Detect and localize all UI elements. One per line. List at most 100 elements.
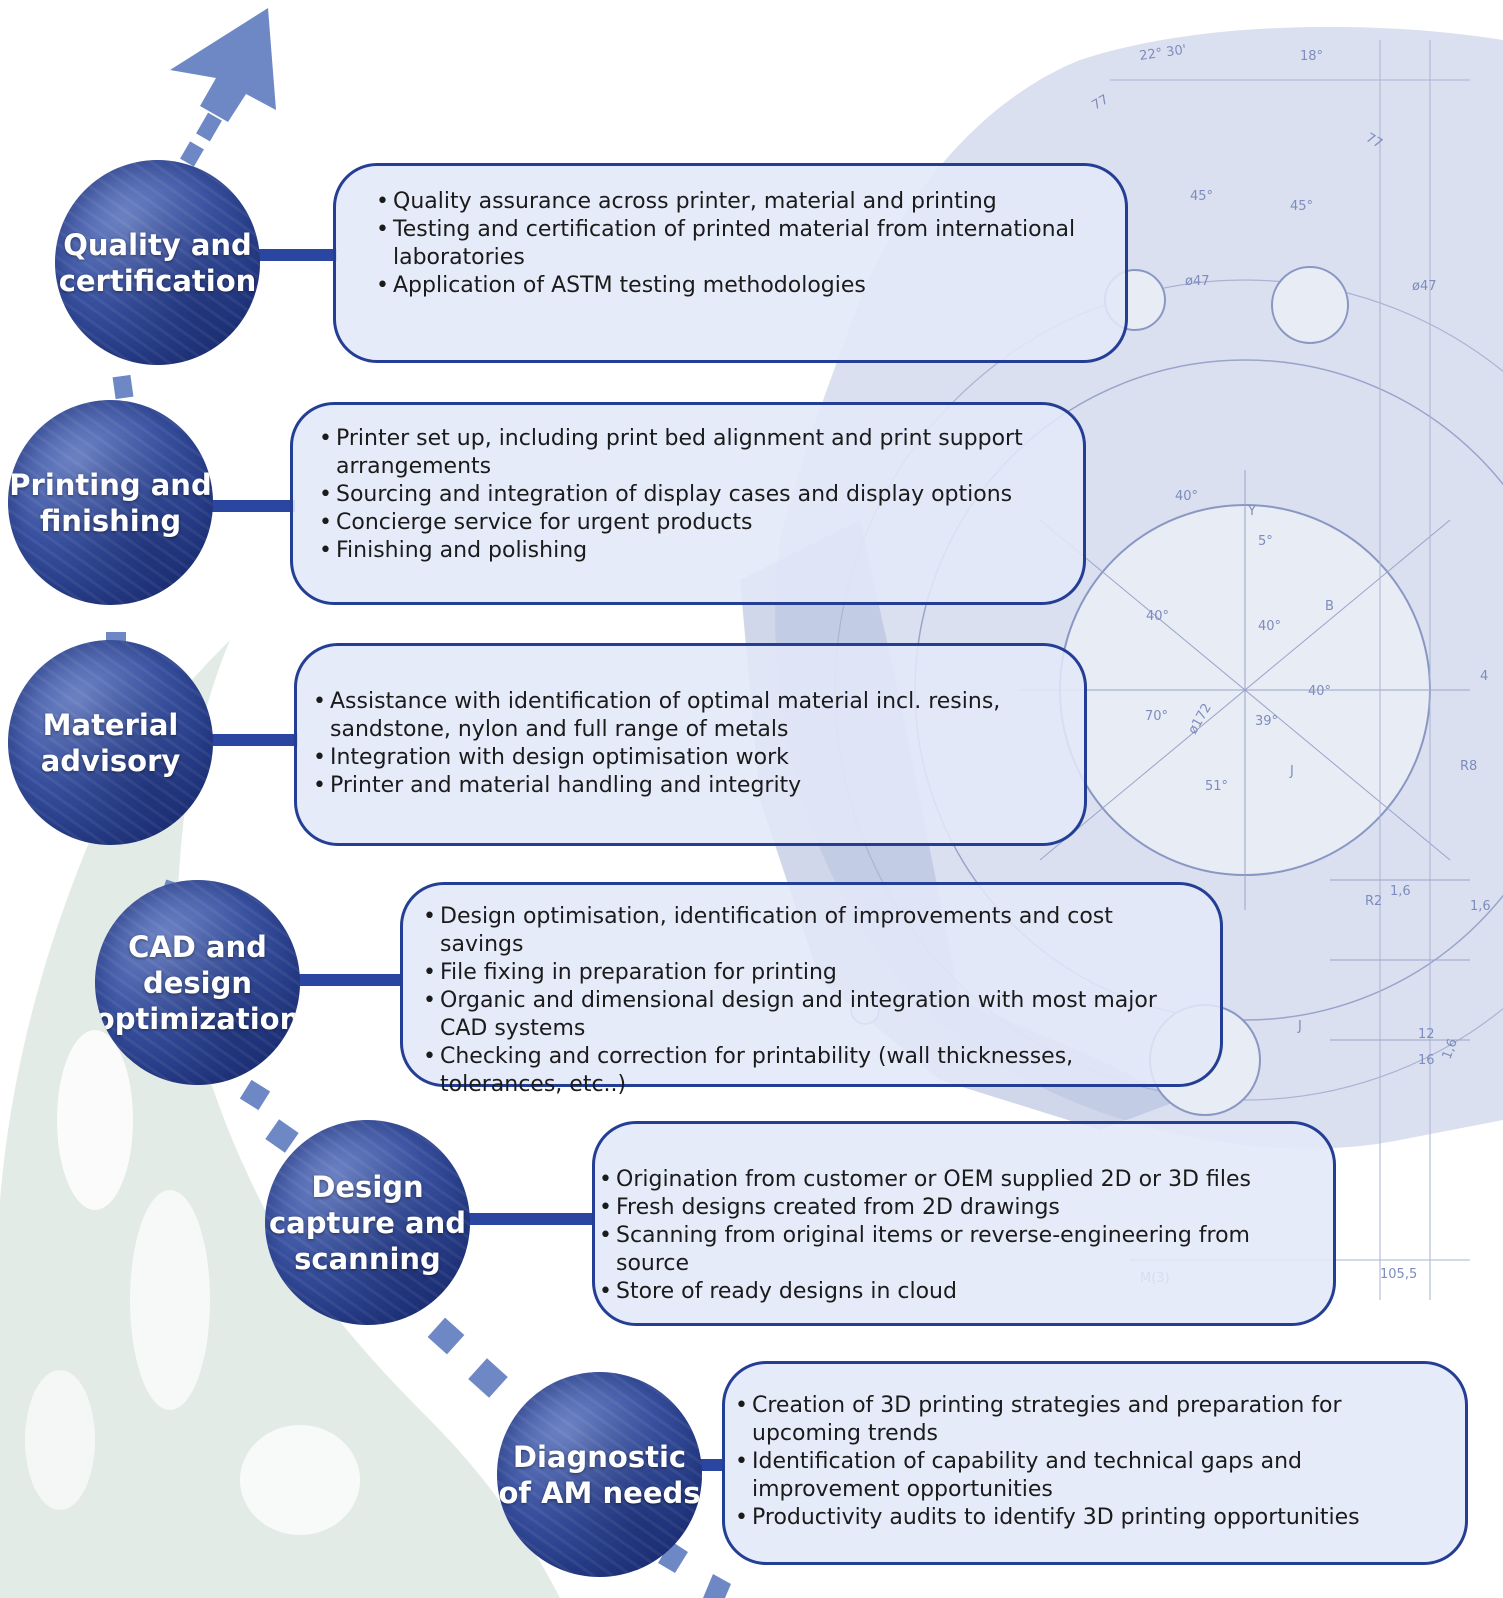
- step-title-line: Material: [42, 707, 179, 742]
- bullet-item: •Scanning from original items or reverse…: [599, 1222, 1309, 1278]
- bullet-text: Design optimisation, identification of i…: [440, 904, 1113, 957]
- drawing-dimension-label: 105,5: [1380, 1267, 1417, 1282]
- connector-printing: [200, 500, 295, 512]
- bullet-icon: •: [423, 960, 436, 985]
- bullet-list: •Quality assurance across printer, mater…: [376, 188, 1101, 300]
- green-hole-1: [57, 1030, 133, 1210]
- drawing-dimension-label: 77: [1363, 130, 1385, 151]
- bullet-icon: •: [319, 426, 332, 451]
- drawing-dimension-label: Y: [1247, 504, 1256, 519]
- drawing-dimension-label: 4: [1480, 669, 1488, 684]
- bullet-list: •Creation of 3D printing strategies and …: [735, 1392, 1441, 1532]
- bullet-icon: •: [376, 273, 389, 298]
- bullet-icon: •: [423, 988, 436, 1013]
- step-title-line: optimization: [95, 1001, 300, 1036]
- arrow-dash: [658, 1541, 688, 1573]
- drawing-dimension-label: 40°: [1146, 609, 1169, 624]
- green-hole-4: [25, 1370, 95, 1510]
- drawing-dimension-label: ø47: [1185, 274, 1210, 289]
- step-title-line: certification: [58, 263, 257, 298]
- step-title-line: Design: [311, 1169, 424, 1204]
- drawing-dimension-label: 51°: [1205, 779, 1228, 794]
- drawing-dimension-label: J: [1289, 764, 1294, 779]
- drawing-dimension-label: 40°: [1308, 684, 1331, 699]
- bullet-item: •Sourcing and integration of display cas…: [319, 481, 1059, 509]
- drawing-hole-top: [1271, 266, 1349, 344]
- bullet-icon: •: [319, 482, 332, 507]
- drawing-dimension-label: 70°: [1145, 709, 1168, 724]
- drawing-dimension-label: 16: [1418, 1053, 1435, 1068]
- arrow-dash: [468, 1358, 508, 1398]
- bullet-icon: •: [313, 745, 326, 770]
- bullet-text: File fixing in preparation for printing: [440, 960, 837, 985]
- drawing-dimension-label: 1,6: [1470, 899, 1491, 914]
- bullet-icon: •: [735, 1505, 748, 1530]
- bullet-item: •Printer and material handling and integ…: [313, 772, 1060, 800]
- bullet-item: •Application of ASTM testing methodologi…: [376, 272, 1101, 300]
- bullet-list: •Printer set up, including print bed ali…: [319, 425, 1059, 565]
- bullet-list: •Origination from customer or OEM suppli…: [599, 1166, 1309, 1306]
- bullet-text: Identification of capability and technic…: [752, 1449, 1302, 1502]
- bullet-text: Finishing and polishing: [336, 538, 588, 563]
- arrow-dash: [703, 1574, 731, 1598]
- bullet-icon: •: [599, 1167, 612, 1192]
- bullet-text: Creation of 3D printing strategies and p…: [752, 1393, 1342, 1446]
- bullet-item: •Checking and correction for printabilit…: [423, 1043, 1196, 1099]
- drawing-dimension-label: ø47: [1412, 279, 1437, 294]
- drawing-dimension-label: B: [1325, 599, 1334, 614]
- drawing-dimension-label: 5°: [1258, 534, 1273, 549]
- step-title-line: CAD and: [128, 929, 267, 964]
- step-title-line: Printing and: [9, 467, 212, 502]
- arrow-dash: [196, 112, 222, 142]
- drawing-dimension-label: 77: [1090, 92, 1112, 113]
- step-box-material: •Assistance with identification of optim…: [294, 643, 1087, 846]
- bullet-icon: •: [423, 904, 436, 929]
- arrow-dash: [180, 141, 204, 167]
- bullet-text: Printer set up, including print bed alig…: [336, 426, 1023, 479]
- step-title-line: design: [142, 965, 253, 1000]
- bullet-icon: •: [423, 1044, 436, 1069]
- drawing-dimension-label: 45°: [1190, 189, 1213, 204]
- drawing-dimension-label: 22° 30': [1138, 43, 1187, 64]
- drawing-dimension-label: 39°: [1255, 714, 1278, 729]
- step-title-line: Quality and: [63, 227, 252, 262]
- bullet-item: •Productivity audits to identify 3D prin…: [735, 1504, 1441, 1532]
- bullet-icon: •: [735, 1449, 748, 1474]
- arrow-dash: [239, 1079, 271, 1111]
- connector-cad: [295, 974, 403, 986]
- bullet-icon: •: [376, 189, 389, 214]
- arrow-head: [170, 8, 276, 122]
- bullet-text: Printer and material handling and integr…: [330, 773, 802, 798]
- bullet-item: •Testing and certification of printed ma…: [376, 216, 1101, 272]
- drawing-dimension-label: 18°: [1300, 49, 1323, 64]
- step-box-cad: •Design optimisation, identification of …: [400, 882, 1223, 1097]
- bullet-text: Store of ready designs in cloud: [616, 1279, 957, 1304]
- bullet-icon: •: [599, 1279, 612, 1304]
- bullet-item: •Origination from customer or OEM suppli…: [599, 1166, 1309, 1194]
- step-box-capture: •Origination from customer or OEM suppli…: [592, 1121, 1336, 1326]
- step-title-line: Diagnostic: [512, 1439, 687, 1474]
- arrow-dash: [112, 374, 134, 400]
- drawing-dimension-label: J: [1297, 1019, 1302, 1034]
- drawing-dimension-label: 1,6: [1390, 884, 1411, 899]
- bullet-item: •Concierge service for urgent products: [319, 509, 1059, 537]
- bullet-item: •Store of ready designs in cloud: [599, 1278, 1309, 1306]
- bullet-icon: •: [735, 1393, 748, 1418]
- bullet-item: •Organic and dimensional design and inte…: [423, 987, 1196, 1043]
- bullet-icon: •: [376, 217, 389, 242]
- step-box-quality: •Quality assurance across printer, mater…: [333, 163, 1128, 363]
- bullet-text: Scanning from original items or reverse-…: [616, 1223, 1250, 1276]
- bullet-text: Testing and certification of printed mat…: [393, 217, 1076, 270]
- bullet-icon: •: [319, 538, 332, 563]
- connector-capture: [460, 1213, 595, 1225]
- bullet-text: Assistance with identification of optima…: [330, 689, 1001, 742]
- green-hole-3: [240, 1425, 360, 1535]
- bullet-item: •Fresh designs created from 2D drawings: [599, 1194, 1309, 1222]
